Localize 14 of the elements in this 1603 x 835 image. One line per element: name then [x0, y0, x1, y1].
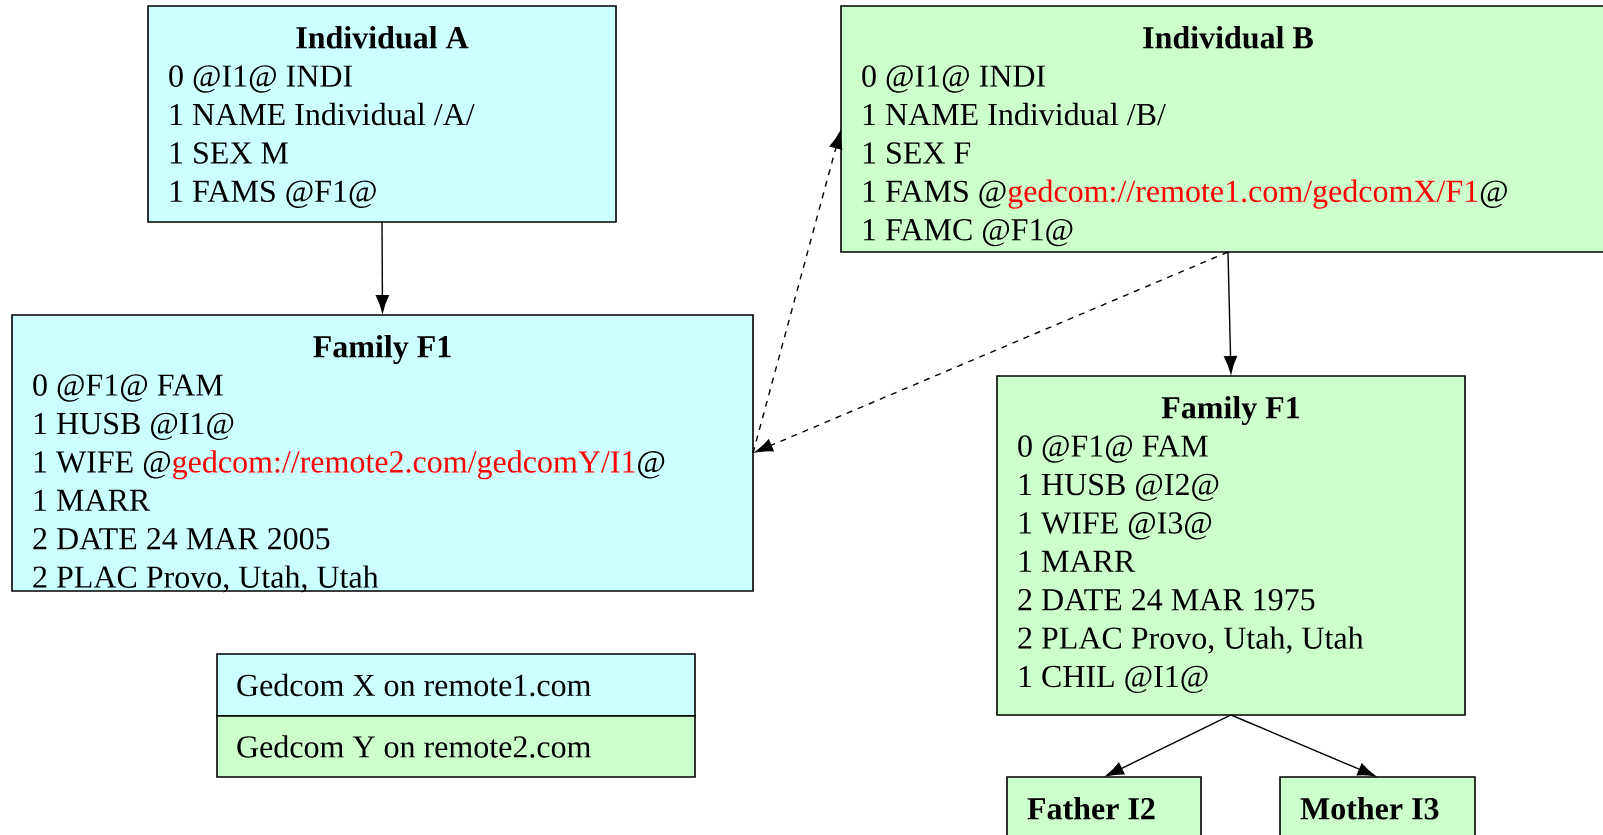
arrow [1230, 714, 1376, 777]
arrow [1224, 251, 1238, 374]
arrow [1106, 714, 1232, 777]
record-box: Father I2 [1006, 776, 1202, 835]
legend-entry: Gedcom X on remote1.com [216, 653, 696, 717]
record-box: Mother I3 [1279, 776, 1476, 835]
record-box: Individual A 0 @I1@ INDI 1 NAME Individual /A/ 1 SEX M 1 FAMS @F1@ [147, 5, 617, 223]
record-box: Family F1 0 @F1@ FAM 1 HUSB @I2@ 1 WIFE @I3@ 1 MARR 2 DATE 24 MAR 1975 2 PLAC Provo, Utah, Utah 1 CHIL @I1@ [996, 375, 1466, 716]
arrow [375, 221, 389, 313]
dashed-arrow [752, 131, 843, 454]
record-box: Individual B 0 @I1@ INDI 1 NAME Individual /B/ 1 SEX F 1 FAMS @gedcom://remote1.com/gedcomX/F1@ 1 FAMC @F1@ [840, 5, 1603, 253]
record-box: Family F1 0 @F1@ FAM 1 HUSB @I1@ 1 WIFE @gedcom://remote2.com/gedcomY/I1@ 1 MARR 2 DATE 24 MAR 2005 2 PLAC Provo, Utah, Utah [11, 314, 754, 593]
legend-entry: Gedcom Y on remote2.com [216, 715, 696, 778]
dashed-arrow [755, 251, 1229, 453]
